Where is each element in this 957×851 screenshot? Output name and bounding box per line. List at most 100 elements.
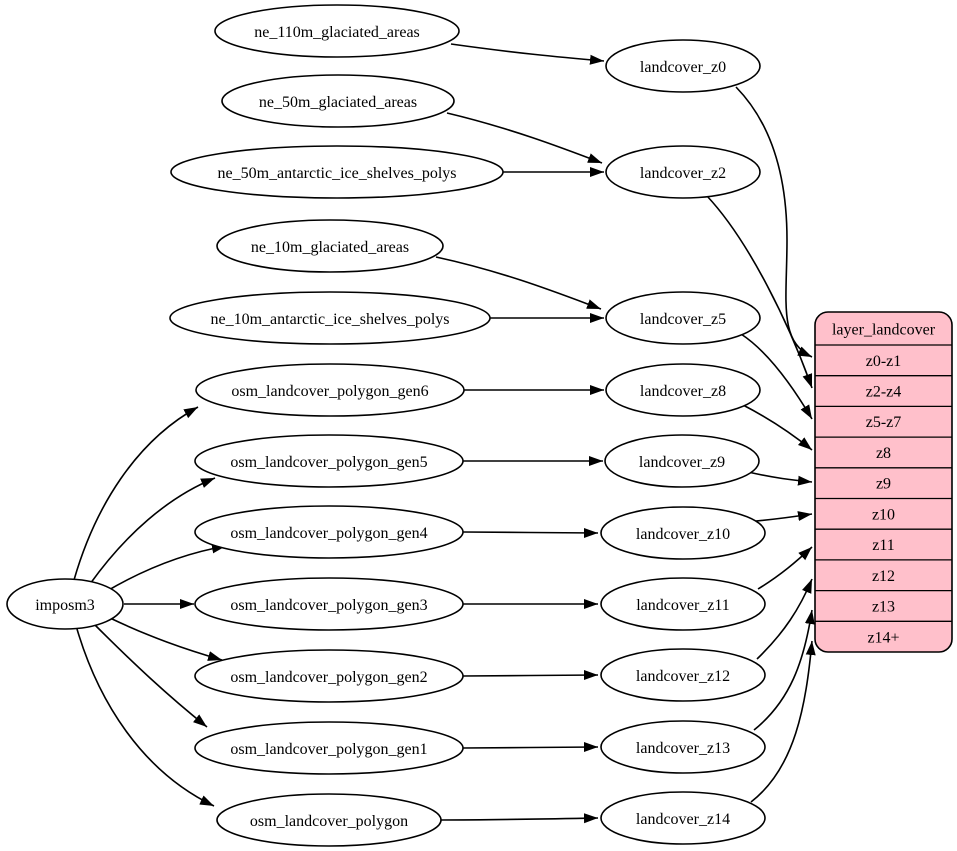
- node-label: osm_landcover_polygon_gen3: [230, 597, 427, 614]
- edge-osm-landcover-polygon-to-landcover-z14: [440, 813, 599, 824]
- node-ne-10m-antarctic-ice-shelves-polys: ne_10m_antarctic_ice_shelves_polys: [169, 291, 491, 345]
- table-row-z2-z4: z2-z4: [866, 384, 902, 401]
- node-osm-landcover-polygon-gen1: osm_landcover_polygon_gen1: [194, 721, 464, 775]
- edge-imposm3-to-osm-landcover-polygon-gen5: [89, 477, 216, 585]
- node-landcover-z12: landcover_z12: [600, 648, 766, 702]
- table-row-z8: z8: [876, 445, 891, 462]
- node-shape: [194, 721, 464, 775]
- node-landcover-z9: landcover_z9: [604, 434, 760, 488]
- edge-imposm3-to-osm-landcover-polygon-gen4: [106, 543, 227, 592]
- node-osm-landcover-polygon-gen6: osm_landcover_polygon_gen6: [195, 363, 465, 417]
- edge-landcover-z13-to-row-z13: [753, 609, 815, 731]
- node-landcover-z8: landcover_z8: [605, 363, 761, 417]
- edge-landcover-z8-to-row-z8: [742, 404, 813, 451]
- node-osm-landcover-polygon-gen5: osm_landcover_polygon_gen5: [194, 434, 464, 488]
- node-shape: [600, 791, 766, 845]
- node-shape: [600, 720, 766, 774]
- edge-ne-10m-glaciated-areas-to-landcover-z5: [435, 256, 602, 310]
- node-shape: [195, 363, 465, 417]
- edge-imposm3-to-osm-landcover-polygon-gen1: [94, 624, 208, 728]
- edge-landcover-z10-to-row-z10: [755, 511, 813, 522]
- edge-ne-110m-glaciated-areas-to-landcover-z0: [450, 43, 605, 65]
- node-label: landcover_z2: [640, 165, 726, 182]
- edge-imposm3-to-osm-landcover-polygon: [76, 628, 215, 807]
- edge-landcover-z9-to-row-z9: [747, 471, 813, 486]
- node-label: landcover_z5: [640, 311, 726, 328]
- node-label: osm_landcover_polygon_gen5: [230, 454, 427, 471]
- node-label: osm_landcover_polygon_gen6: [231, 383, 428, 400]
- node-label: landcover_z14: [636, 811, 730, 828]
- table-row-z14plus: z14+: [867, 630, 899, 647]
- table-row-z13: z13: [872, 599, 895, 616]
- node-shape: [169, 291, 491, 345]
- node-landcover-z14: landcover_z14: [600, 791, 766, 845]
- edge-landcover-z14-to-row-z14plus: [750, 640, 816, 803]
- node-shape: [194, 434, 464, 488]
- table-row-z5-z7: z5-z7: [866, 414, 902, 431]
- node-label: ne_10m_antarctic_ice_shelves_polys: [210, 311, 449, 328]
- node-shape: [605, 145, 761, 199]
- node-label: landcover_z0: [640, 59, 726, 76]
- edge-landcover-z2-to-row-z2-z4: [706, 195, 813, 389]
- node-shape: [221, 74, 455, 128]
- node-shape: [604, 434, 760, 488]
- node-landcover-z13: landcover_z13: [600, 720, 766, 774]
- node-landcover-z0: landcover_z0: [605, 39, 761, 93]
- table-row-z10: z10: [872, 507, 895, 524]
- node-label: ne_50m_glaciated_areas: [259, 94, 417, 111]
- node-label: landcover_z10: [636, 526, 730, 543]
- table-row-z9: z9: [876, 476, 891, 493]
- node-osm-landcover-polygon: osm_landcover_polygon: [216, 793, 442, 847]
- edge-imposm3-to-osm-landcover-polygon-gen6: [73, 406, 199, 581]
- node-label: landcover_z11: [636, 597, 730, 614]
- node-label: osm_landcover_polygon_gen4: [230, 525, 427, 542]
- node-shape: [600, 648, 766, 702]
- node-shape: [605, 363, 761, 417]
- node-imposm3: imposm3: [6, 578, 124, 630]
- node-imposm3-label: imposm3: [35, 597, 95, 614]
- table-row-z0-z1: z0-z1: [866, 353, 902, 370]
- node-label: ne_50m_antarctic_ice_shelves_polys: [217, 165, 456, 182]
- node-label: osm_landcover_polygon_gen2: [230, 669, 427, 686]
- edge-osm-landcover-polygon-gen1-to-landcover-z13: [462, 742, 599, 753]
- edge-osm-landcover-polygon-gen2-to-landcover-z12: [462, 670, 599, 681]
- node-label: ne_110m_glaciated_areas: [254, 24, 420, 41]
- node-imposm3-shape: [6, 578, 124, 630]
- node-label: ne_10m_glaciated_areas: [251, 239, 409, 256]
- node-ne-50m-antarctic-ice-shelves-polys: ne_50m_antarctic_ice_shelves_polys: [170, 145, 504, 199]
- node-landcover-z10: landcover_z10: [600, 506, 766, 560]
- node-shape: [170, 145, 504, 199]
- node-ne-10m-glaciated-areas: ne_10m_glaciated_areas: [216, 219, 444, 273]
- edge-osm-landcover-polygon-gen4-to-landcover-z10: [462, 527, 599, 538]
- table-title: layer_landcover: [832, 322, 936, 339]
- table-layer-landcover: layer_landcover z0-z1 z2-z4 z5-z7 z8 z9 …: [814, 311, 953, 653]
- node-shape: [605, 291, 761, 345]
- node-ne-50m-glaciated-areas: ne_50m_glaciated_areas: [221, 74, 455, 128]
- node-label: landcover_z8: [640, 383, 726, 400]
- node-osm-landcover-polygon-gen3: osm_landcover_polygon_gen3: [194, 577, 464, 631]
- edge-imposm3-to-osm-landcover-polygon-gen2: [109, 617, 223, 661]
- node-shape: [216, 219, 444, 273]
- node-osm-landcover-polygon-gen4: osm_landcover_polygon_gen4: [194, 505, 464, 559]
- node-shape: [194, 505, 464, 559]
- node-label: osm_landcover_polygon_gen1: [230, 741, 427, 758]
- node-label: landcover_z9: [639, 454, 725, 471]
- node-shape: [605, 39, 761, 93]
- node-shape: [214, 4, 460, 58]
- node-shape: [600, 506, 766, 560]
- table-row-z11: z11: [872, 537, 895, 554]
- node-shape: [194, 577, 464, 631]
- node-landcover-z11: landcover_z11: [600, 577, 766, 631]
- node-ne-110m-glaciated-areas: ne_110m_glaciated_areas: [214, 4, 460, 58]
- node-label: landcover_z13: [636, 740, 730, 757]
- edge-landcover-z5-to-row-z5-z7: [740, 333, 813, 420]
- table-row-z12: z12: [872, 568, 895, 585]
- node-osm-landcover-polygon-gen2: osm_landcover_polygon_gen2: [194, 649, 464, 703]
- edge-landcover-z11-to-row-z11: [757, 546, 813, 590]
- node-label: osm_landcover_polygon: [250, 813, 408, 830]
- table-outline: [814, 311, 953, 653]
- edges: [73, 43, 816, 824]
- node-shape: [194, 649, 464, 703]
